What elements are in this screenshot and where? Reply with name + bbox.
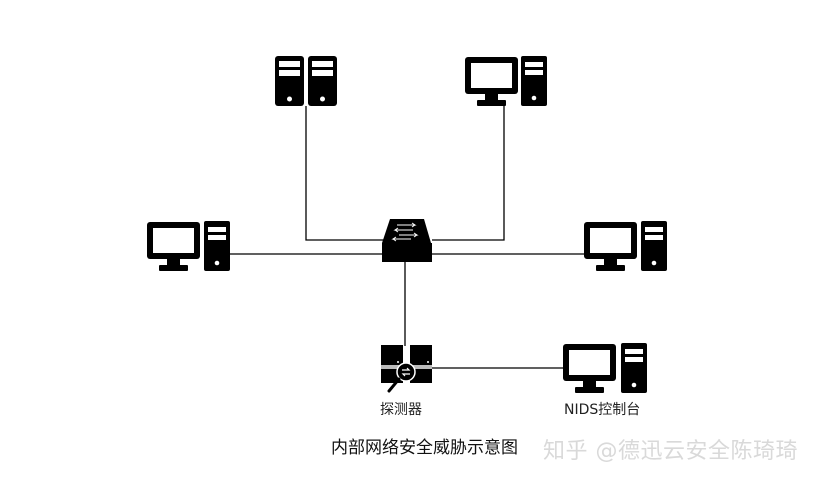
- probe-label: 探测器: [380, 402, 422, 418]
- edge-toppc-switch: [432, 106, 505, 241]
- network-switch-icon: [382, 219, 432, 262]
- desktop-computer-icon: [465, 56, 547, 106]
- server-icon: [275, 56, 337, 106]
- nids-console-computer-icon: [563, 343, 647, 393]
- nids-console-label: NIDS控制台: [564, 402, 641, 418]
- edge-server-switch: [305, 106, 384, 241]
- watermark: 知乎 @德迅云安全陈琦琦: [543, 439, 798, 464]
- probe-sensor-icon: [381, 345, 432, 393]
- diagram-caption: 内部网络安全威胁示意图: [331, 438, 518, 458]
- desktop-computer-icon: [147, 221, 230, 271]
- desktop-computer-icon: [584, 221, 667, 271]
